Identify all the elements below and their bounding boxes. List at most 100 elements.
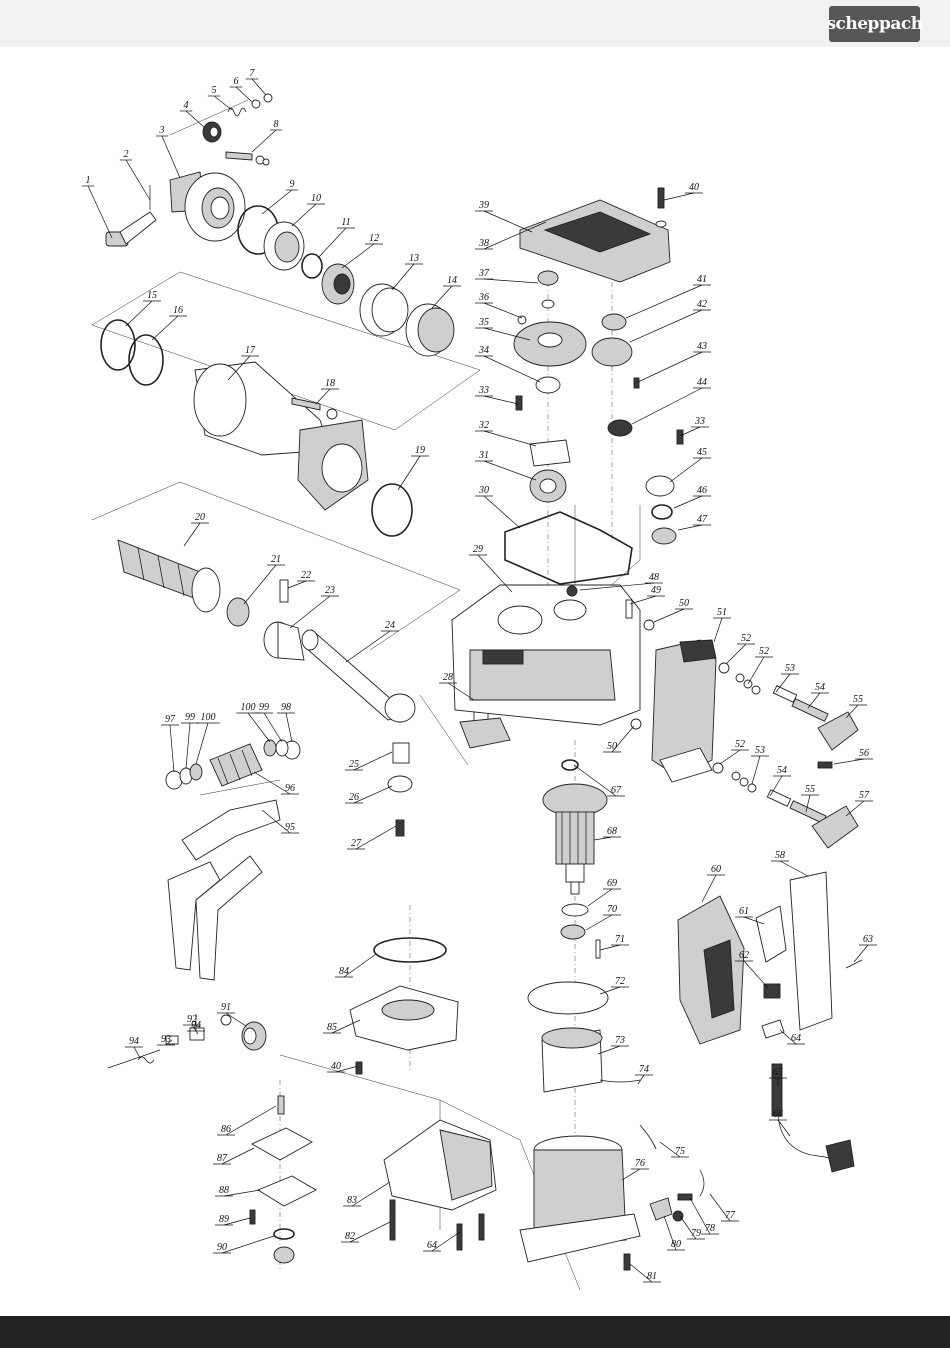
part-47-bearing xyxy=(651,527,677,545)
callout-leader-100 xyxy=(195,722,209,765)
part-87-spring xyxy=(277,1095,285,1115)
part-71-bearing xyxy=(560,924,586,940)
part-36-key xyxy=(517,315,527,325)
callout-label-33: 33 xyxy=(694,416,705,427)
part-30-gasket xyxy=(504,511,633,585)
part-64-screw-bottom-b xyxy=(478,1213,485,1241)
callout-leader-52 xyxy=(725,643,747,665)
callout-label-51: 51 xyxy=(717,607,727,618)
callout-leader-90 xyxy=(221,1235,275,1254)
callout-label-99: 99 xyxy=(185,712,195,723)
callout-label-55: 55 xyxy=(853,694,863,705)
callout-leader-44 xyxy=(631,387,703,425)
callout-label-45: 45 xyxy=(697,447,707,458)
callout-leader-74 xyxy=(637,1074,645,1085)
callout-label-60: 60 xyxy=(711,864,721,875)
callout-label-50: 50 xyxy=(679,598,689,609)
callout-leader-27 xyxy=(355,825,397,850)
callout-label-61: 61 xyxy=(739,906,749,917)
callout-leader-76 xyxy=(621,1168,641,1181)
part-5-spring xyxy=(227,107,247,117)
callout-leader-25 xyxy=(353,751,393,771)
callout-label-40: 40 xyxy=(689,182,699,193)
part-3-front-flange xyxy=(169,171,246,242)
callout-leader-47 xyxy=(677,524,703,531)
callout-label-23: 23 xyxy=(325,585,335,596)
callout-label-65: 65 xyxy=(773,1067,783,1078)
callout-label-67: 67 xyxy=(611,785,622,796)
callout-leader-86 xyxy=(225,1105,277,1136)
callout-leader-15 xyxy=(125,300,153,327)
callout-label-57: 57 xyxy=(859,790,870,801)
callout-label-31: 31 xyxy=(478,450,489,461)
callout-leader-63 xyxy=(853,944,869,963)
callout-leader-98 xyxy=(285,712,293,743)
callout-label-35: 35 xyxy=(478,317,489,328)
part-74-stator xyxy=(541,1027,603,1093)
part-33-screw-right xyxy=(676,429,684,445)
callout-label-68: 68 xyxy=(607,826,617,837)
callout-label-50: 50 xyxy=(607,741,617,752)
callout-leader-33 xyxy=(483,395,519,405)
callout-leader-30 xyxy=(483,495,521,529)
callout-label-93: 93 xyxy=(161,1034,171,1045)
callout-label-22: 22 xyxy=(301,570,311,581)
callout-label-83: 83 xyxy=(347,1195,357,1206)
callout-label-62: 62 xyxy=(739,950,749,961)
callout-leader-96 xyxy=(253,771,291,795)
callout-leader-91 xyxy=(225,1012,247,1027)
callout-leader-75 xyxy=(659,1141,681,1158)
part-66-cord-guard xyxy=(771,1063,783,1117)
part-33-screw xyxy=(515,395,523,411)
callout-leader-29 xyxy=(477,554,513,593)
part-61-handle-grip xyxy=(677,895,745,1045)
callout-label-32: 32 xyxy=(478,420,489,431)
part-100-washer-right xyxy=(275,739,289,757)
callout-leader-18 xyxy=(315,388,331,405)
callout-label-85: 85 xyxy=(327,1022,337,1033)
callout-leader-51 xyxy=(713,617,723,643)
footer-band xyxy=(0,1316,950,1348)
part-40-screw-top xyxy=(655,187,667,228)
callout-leader-78 xyxy=(689,1197,711,1235)
part-64-screw-right xyxy=(845,959,863,969)
part-62-switch xyxy=(755,905,787,963)
callout-label-14: 14 xyxy=(447,275,457,286)
callout-leader-7 xyxy=(251,78,267,96)
callout-leader-84 xyxy=(343,953,377,978)
part-67-power-cord xyxy=(777,1115,855,1173)
callout-label-90: 90 xyxy=(217,1242,227,1253)
callout-leader-46 xyxy=(673,495,703,509)
callout-leader-22 xyxy=(287,580,307,589)
callout-label-41: 41 xyxy=(697,274,707,285)
part-7-clip xyxy=(263,93,273,103)
callout-leader-54 xyxy=(807,692,821,709)
part-49-pin xyxy=(625,599,633,619)
callout-leader-37 xyxy=(483,278,539,284)
callout-leader-4 xyxy=(185,110,206,129)
part-101-bushing-right xyxy=(263,739,277,757)
callout-leader-34 xyxy=(483,355,541,383)
parts-drawing: 1234567891011121314151617181920212223242… xyxy=(81,68,877,1291)
part-84-bottom-cover xyxy=(383,1119,497,1211)
callout-label-73: 73 xyxy=(615,1035,625,1046)
callout-label-91: 91 xyxy=(221,1002,231,1013)
callout-leader-16 xyxy=(151,315,179,341)
callout-label-87: 87 xyxy=(217,1153,228,1164)
callout-leader-67 xyxy=(573,764,617,797)
callout-leader-11 xyxy=(317,227,347,259)
part-39-gear-cover xyxy=(519,199,671,283)
callout-leader-14 xyxy=(431,285,453,309)
callout-label-40: 40 xyxy=(331,1061,341,1072)
part-72-pin xyxy=(595,939,601,959)
callout-leader-23 xyxy=(289,595,331,629)
callout-label-82: 82 xyxy=(345,1231,355,1242)
callout-label-70: 70 xyxy=(607,904,617,915)
callout-leader-62 xyxy=(743,960,769,989)
callout-leader-3 xyxy=(161,135,181,179)
callout-label-94: 94 xyxy=(191,1020,201,1031)
part-14-sleeve xyxy=(405,303,455,357)
part-95-bracket xyxy=(167,855,263,981)
callout-label-36: 36 xyxy=(478,292,489,303)
callout-leader-35 xyxy=(483,327,531,341)
